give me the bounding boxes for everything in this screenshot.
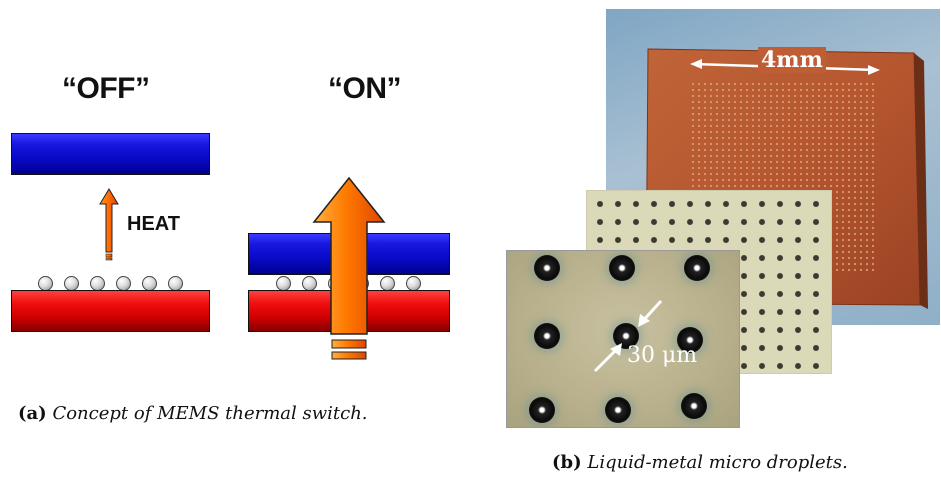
micro-droplet [613,323,639,349]
micro-droplet [605,397,631,423]
micro-droplet [677,327,703,353]
droplet-ball [64,276,79,291]
off-state-label: “OFF” [62,72,150,105]
caption-b-tag: (b) [552,452,582,473]
caption-a-tag: (a) [18,403,47,424]
heat-label: HEAT [127,213,180,235]
micro-droplet [529,397,555,423]
droplet-ball [38,276,53,291]
droplet-closeup-micrograph: 30 μm [506,250,740,428]
droplet-size-label: 30 μm [627,343,698,368]
droplet-ball [116,276,131,291]
on-heat-arrow-icon [312,176,386,360]
droplet-ball [142,276,157,291]
on-state-label: “ON” [328,72,402,105]
size-arrows-icon [593,299,663,373]
droplet-ball [276,276,291,291]
droplet-ball [168,276,183,291]
micro-droplet [681,393,707,419]
off-heat-arrow-icon [99,188,119,261]
caption-a-text: Concept of MEMS thermal switch. [52,403,368,424]
micro-droplet [684,255,710,281]
droplet-ball [90,276,105,291]
caption-b: (b) Liquid-metal micro droplets. [552,452,848,473]
caption-b-text: Liquid-metal micro droplets. [587,452,848,473]
off-bottom-plate [11,290,210,332]
micro-droplet [534,323,560,349]
micro-droplet [609,255,635,281]
scale-label: 4mm [758,47,826,73]
micro-droplet [534,255,560,281]
off-top-plate [11,133,210,175]
caption-a: (a) Concept of MEMS thermal switch. [18,403,368,424]
droplet-ball [406,276,421,291]
